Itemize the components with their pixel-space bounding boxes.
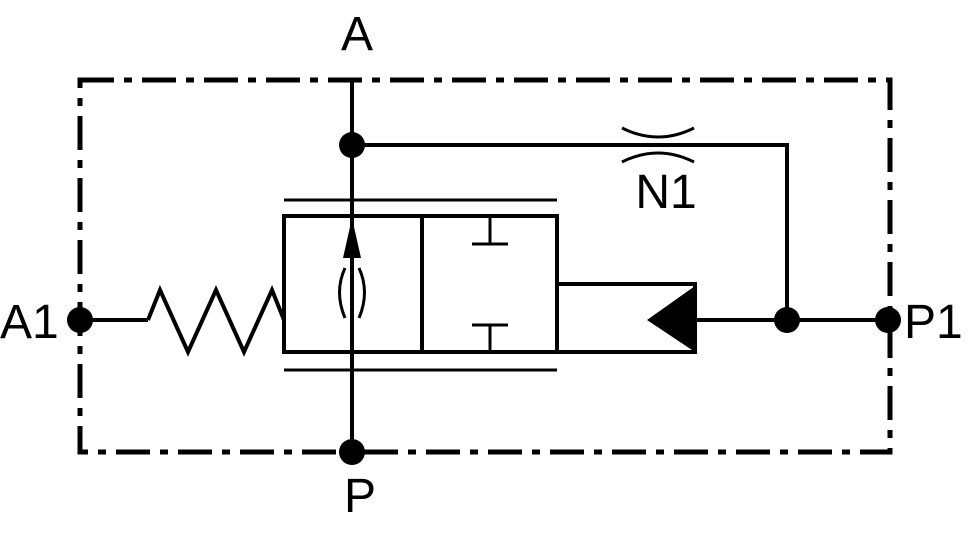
port-label-p1: P1 xyxy=(904,296,963,349)
junction-dot-pilot xyxy=(774,307,800,333)
junction-dot-p xyxy=(339,439,365,465)
blocked-ports-icon xyxy=(472,216,508,352)
port-label-a1: A1 xyxy=(0,296,59,349)
enclosure-boundary xyxy=(77,77,893,455)
pilot-line xyxy=(352,143,789,320)
orifice-label-n1: N1 xyxy=(635,166,696,219)
port-label-a: A xyxy=(341,8,373,61)
junction-dot-a1 xyxy=(67,307,93,333)
orifice-icon xyxy=(338,267,366,319)
pilot-triangle-icon xyxy=(647,286,695,352)
port-label-p: P xyxy=(344,470,376,523)
flow-arrow-icon xyxy=(343,218,361,258)
orifice-n1-icon xyxy=(621,126,695,164)
spring-icon xyxy=(146,284,286,357)
junction-dot-a xyxy=(339,132,365,158)
junction-dot-p1 xyxy=(875,307,901,333)
